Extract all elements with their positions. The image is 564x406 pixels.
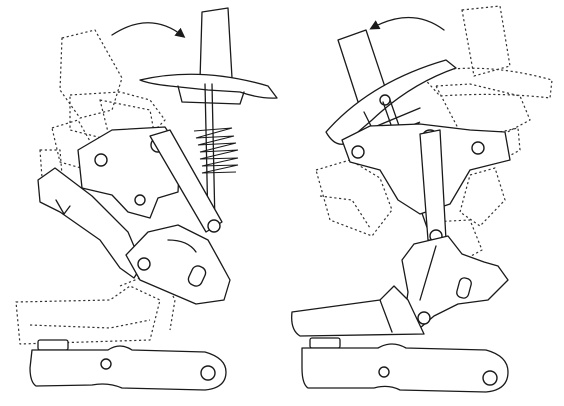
left-base-switch <box>29 339 227 391</box>
right-lower-lever <box>401 235 509 329</box>
left-toggle-pivot <box>207 219 221 233</box>
left-pawl-arm <box>37 167 143 279</box>
left-panel <box>15 7 278 391</box>
left-lower-lever <box>125 224 231 305</box>
left-actuator-handle <box>139 7 278 105</box>
right-pawl-arm <box>291 285 425 337</box>
right-panel <box>291 5 553 393</box>
right-rotation-arrow <box>369 16 445 31</box>
left-toggle-link <box>149 129 223 233</box>
left-rotation-arrow <box>111 22 186 38</box>
right-base-switch <box>301 337 509 393</box>
